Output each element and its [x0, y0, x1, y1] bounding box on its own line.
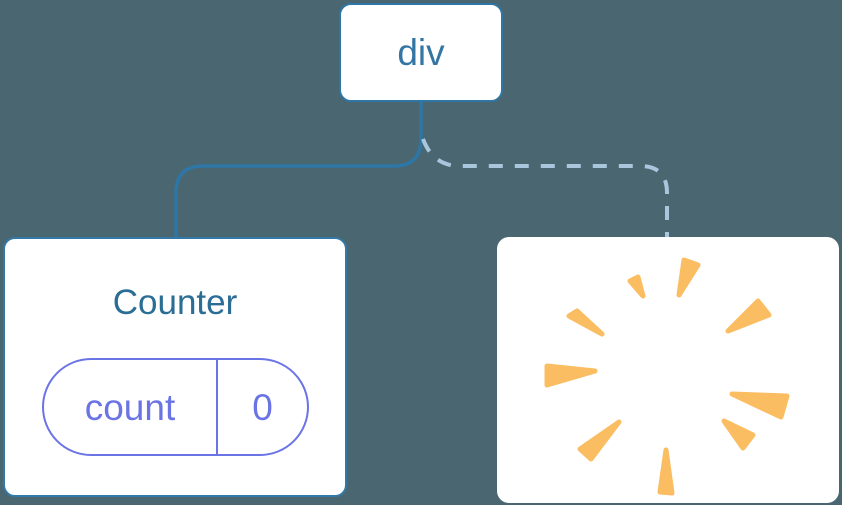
state-value-label: 0 [252, 386, 273, 428]
counter-component-card: Counter count 0 [3, 237, 347, 497]
state-pill: count 0 [42, 358, 309, 456]
burst-wedge [657, 447, 675, 496]
connector-solid-line [174, 98, 423, 245]
burst-wedge [729, 391, 790, 420]
removed-component-card [497, 237, 839, 503]
connector-dashed-line [421, 138, 669, 245]
burst-wedge [544, 363, 598, 388]
root-node: div [339, 3, 503, 102]
burst-wedge [721, 418, 756, 451]
counter-card-title: Counter [112, 283, 238, 322]
burst-wedge [627, 274, 646, 299]
state-value-cell: 0 [218, 360, 307, 454]
burst-wedge [577, 419, 622, 462]
poof-burst-icon [544, 257, 790, 496]
root-node-label: div [397, 32, 445, 73]
burst-wedge [566, 308, 605, 337]
state-key-cell: count [44, 360, 218, 454]
state-key-label: count [84, 386, 176, 428]
burst-wedge [725, 298, 772, 334]
burst-wedge [676, 257, 701, 298]
